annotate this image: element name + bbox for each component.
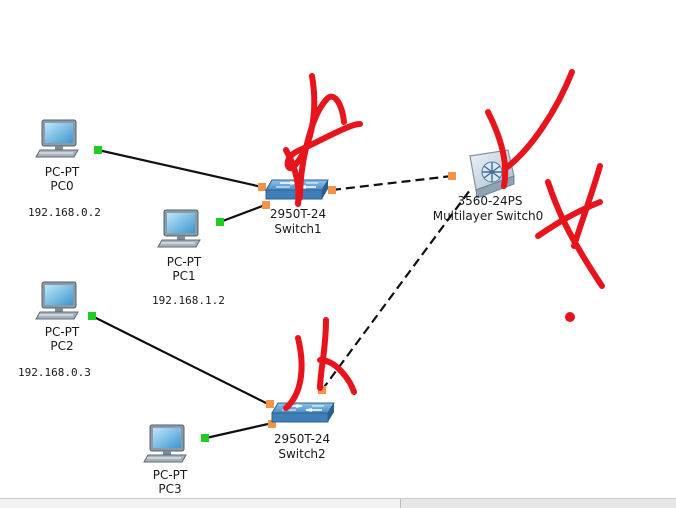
pc0-ip-label: 192.168.0.2: [28, 206, 101, 219]
switch1-name-label: Switch1: [274, 222, 321, 236]
pc2-name-label: PC2: [50, 339, 73, 353]
port-light-switch1-pc1: [262, 201, 270, 209]
switch2-model-label: 2950T-24: [274, 432, 330, 446]
links: [91, 148, 471, 440]
multilayer-name-label: Multilayer Switch0: [433, 209, 544, 223]
pc-icon[interactable]: [157, 209, 201, 248]
multilayer-switch-device[interactable]: 3560-24PS Multilayer Switch0: [433, 149, 544, 223]
pc3-device[interactable]: PC-PT PC3: [143, 424, 188, 496]
port-light-pc2: [88, 312, 96, 320]
port-light-multilayer-sw1: [448, 172, 456, 180]
multilayer-model-label: 3560-24PS: [458, 194, 523, 208]
annotation-dot: [565, 312, 575, 322]
link-pc0-switch1[interactable]: [97, 148, 263, 189]
pc1-ip-label: 192.168.1.2: [152, 294, 225, 307]
port-light-switch1-pc0: [258, 183, 266, 191]
annotation-mark-switch1-a: [284, 73, 363, 201]
pc2-ip-label: 192.168.0.3: [18, 366, 91, 379]
annotation-mark-switch2: [283, 317, 357, 411]
pc1-model-label: PC-PT: [167, 255, 202, 269]
port-light-switch2-pc3: [268, 420, 276, 428]
port-light-pc1: [216, 218, 224, 226]
port-light-switch1-uplink: [328, 186, 336, 194]
switch2-name-label: Switch2: [278, 447, 325, 461]
port-light-switch2-pc2: [266, 400, 274, 408]
bottom-scrollbar[interactable]: [0, 498, 676, 508]
pc3-model-label: PC-PT: [153, 468, 188, 482]
switch1-device[interactable]: 2950T-24 Switch1: [265, 179, 329, 236]
annotation-mark-multilayer-a: [485, 69, 575, 189]
link-switch1-multilayer[interactable]: [331, 174, 453, 192]
port-light-pc3: [201, 434, 209, 442]
switch2-device[interactable]: 2950T-24 Switch2: [271, 402, 335, 461]
port-light-pc0: [94, 146, 102, 154]
pc2-model-label: PC-PT: [45, 325, 80, 339]
pc2-device[interactable]: PC-PT PC2 192.168.0.3: [18, 281, 91, 379]
annotation-mark-multilayer-b: [535, 163, 605, 289]
switch-icon[interactable]: [271, 402, 335, 423]
pc1-device[interactable]: PC-PT PC1 192.168.1.2: [152, 209, 225, 307]
link-pc3-switch2[interactable]: [205, 422, 269, 440]
link-pc1-switch1[interactable]: [219, 203, 266, 224]
scrollbar-thumb[interactable]: [400, 499, 676, 508]
annotation-mark-switch1-b: [283, 147, 302, 207]
pc0-device[interactable]: PC-PT PC0 192.168.0.2: [28, 119, 101, 219]
pc3-name-label: PC3: [158, 482, 181, 496]
handwritten-annotations: [283, 69, 605, 411]
pc0-name-label: PC0: [50, 179, 73, 193]
pc-icon[interactable]: [35, 119, 79, 158]
pc0-model-label: PC-PT: [45, 165, 80, 179]
switch1-model-label: 2950T-24: [270, 207, 326, 221]
pc-icon[interactable]: [143, 424, 187, 463]
link-pc2-switch2[interactable]: [91, 315, 269, 405]
pc-icon[interactable]: [35, 281, 79, 320]
pc1-name-label: PC1: [172, 269, 195, 283]
